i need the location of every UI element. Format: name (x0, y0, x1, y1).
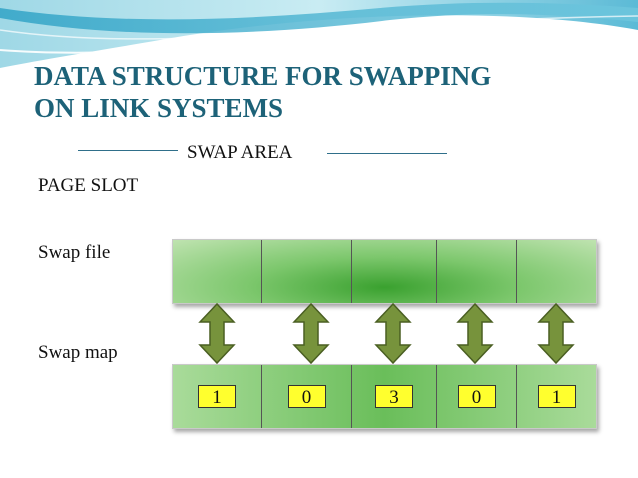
swap-area-rule-left (78, 150, 178, 151)
swap-map-slot: 0 (262, 365, 352, 428)
double-arrow-icon (292, 302, 330, 365)
swap-file-row (172, 239, 597, 304)
page-slot-label: PAGE SLOT (38, 175, 139, 196)
swap-map-count: 0 (457, 385, 496, 408)
swap-file-slot (437, 240, 517, 303)
swap-file-slot (173, 240, 262, 303)
double-arrow-icon (537, 302, 575, 365)
swap-file-slot (352, 240, 437, 303)
header-swoosh-decoration (0, 0, 638, 75)
swap-map-count: 1 (198, 385, 236, 408)
slide-title-line-1: DATA STRUCTURE FOR SWAPPING (34, 61, 492, 91)
swap-file-label: Swap file (38, 242, 111, 263)
swap-area-label: SWAP AREA (187, 142, 293, 163)
double-arrow-icon (456, 302, 494, 365)
swap-map-count: 0 (287, 385, 326, 408)
swap-area-rule-right (327, 153, 447, 154)
double-arrow-icon (198, 302, 236, 365)
swap-map-slot: 0 (437, 365, 517, 428)
swap-file-slot (517, 240, 596, 303)
swap-map-count: 1 (537, 385, 576, 408)
slide-title: DATA STRUCTURE FOR SWAPPING ON LINK SYST… (34, 60, 614, 124)
swap-map-label: Swap map (38, 342, 118, 363)
swap-map-slot: 1 (173, 365, 262, 428)
swap-map-slot: 1 (517, 365, 596, 428)
double-arrow-icon (374, 302, 412, 365)
swap-map-slot: 3 (352, 365, 437, 428)
swap-map-row: 1 0 3 0 1 (172, 364, 597, 429)
swap-file-slot (262, 240, 352, 303)
slide-title-line-2: ON LINK SYSTEMS (34, 93, 284, 123)
swap-map-count: 3 (375, 385, 413, 408)
